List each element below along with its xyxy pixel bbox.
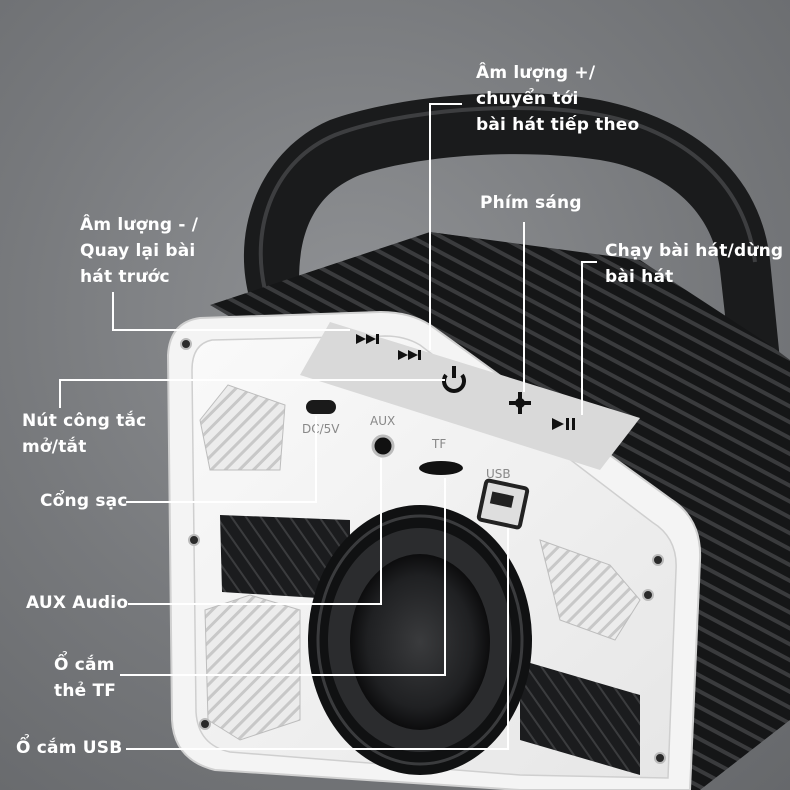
next-track-icon[interactable] — [398, 350, 421, 360]
leader-charge — [126, 416, 317, 503]
callout-aux-audio: AUX Audio — [26, 593, 129, 613]
callout-power-switch: Nút công tắc mở/tắt — [22, 411, 147, 457]
play-pause-icon[interactable] — [552, 418, 575, 430]
dc-port-marking: DC/5V — [302, 422, 340, 436]
leader-aux — [128, 458, 382, 605]
leader-usb — [126, 528, 509, 750]
leader-vol-down — [112, 292, 350, 331]
light-icon[interactable] — [509, 392, 531, 414]
control-strip — [300, 322, 640, 470]
callout-light-key: Phím sáng — [480, 193, 582, 213]
dc-charge-port[interactable] — [306, 400, 336, 414]
aux-port-marking: AUX — [370, 414, 395, 428]
left-grille-top — [199, 384, 286, 471]
left-bar — [220, 515, 350, 600]
leader-vol-up — [429, 103, 462, 350]
callout-play-pause: Chạy bài hát/dừng bài hát — [605, 241, 784, 287]
aux-jack[interactable] — [371, 434, 395, 458]
leader-play — [581, 261, 597, 415]
leader-tf — [120, 478, 446, 676]
callout-tf-slot: Ổ cắm thẻ TF — [54, 655, 117, 701]
callout-usb-slot: Ổ cắm USB — [16, 738, 123, 758]
callout-volume-up-next: Âm lượng +/ chuyển tới bài hát tiếp theo — [476, 63, 640, 135]
speaker-handle — [243, 92, 781, 360]
callout-volume-down-previous: Âm lượng - / Quay lại bài hát trước — [80, 215, 199, 287]
woofer — [308, 505, 532, 775]
right-bar — [520, 660, 640, 775]
callout-charging-port: Cổng sạc — [40, 491, 128, 511]
prev-track-icon[interactable] — [356, 334, 379, 344]
usb-port-marking: USB — [486, 467, 511, 481]
tf-slot[interactable] — [419, 461, 463, 475]
panel-screws — [180, 338, 666, 764]
leader-power — [59, 379, 445, 408]
right-grille-top — [539, 539, 641, 641]
left-grille-bottom — [204, 594, 301, 741]
tf-port-marking: TF — [431, 437, 446, 451]
